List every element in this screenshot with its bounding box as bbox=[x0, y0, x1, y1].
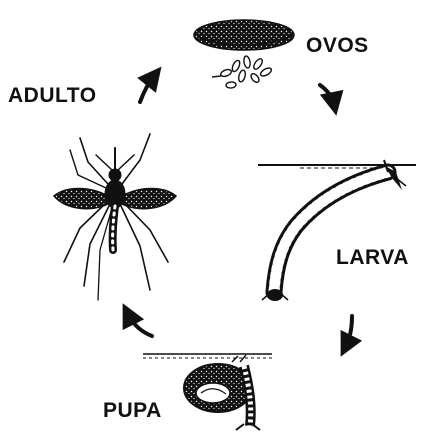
label-larva: LARVA bbox=[336, 246, 409, 270]
scattered-eggs bbox=[212, 56, 273, 89]
label-adult: ADULTO bbox=[8, 84, 97, 108]
arrow-adult-to-eggs bbox=[140, 76, 154, 102]
arrow-pupa-to-adult bbox=[128, 314, 152, 336]
label-eggs: OVOS bbox=[306, 34, 369, 58]
egg-raft bbox=[194, 20, 294, 50]
pupa-body bbox=[184, 355, 260, 430]
arrow-larva-to-pupa bbox=[346, 316, 352, 346]
adult-mosquito bbox=[54, 134, 176, 300]
arrow-eggs-to-larva bbox=[320, 85, 334, 104]
label-pupa: PUPA bbox=[103, 399, 162, 423]
pupa-water-surface bbox=[143, 354, 272, 358]
larva-body bbox=[262, 160, 406, 301]
